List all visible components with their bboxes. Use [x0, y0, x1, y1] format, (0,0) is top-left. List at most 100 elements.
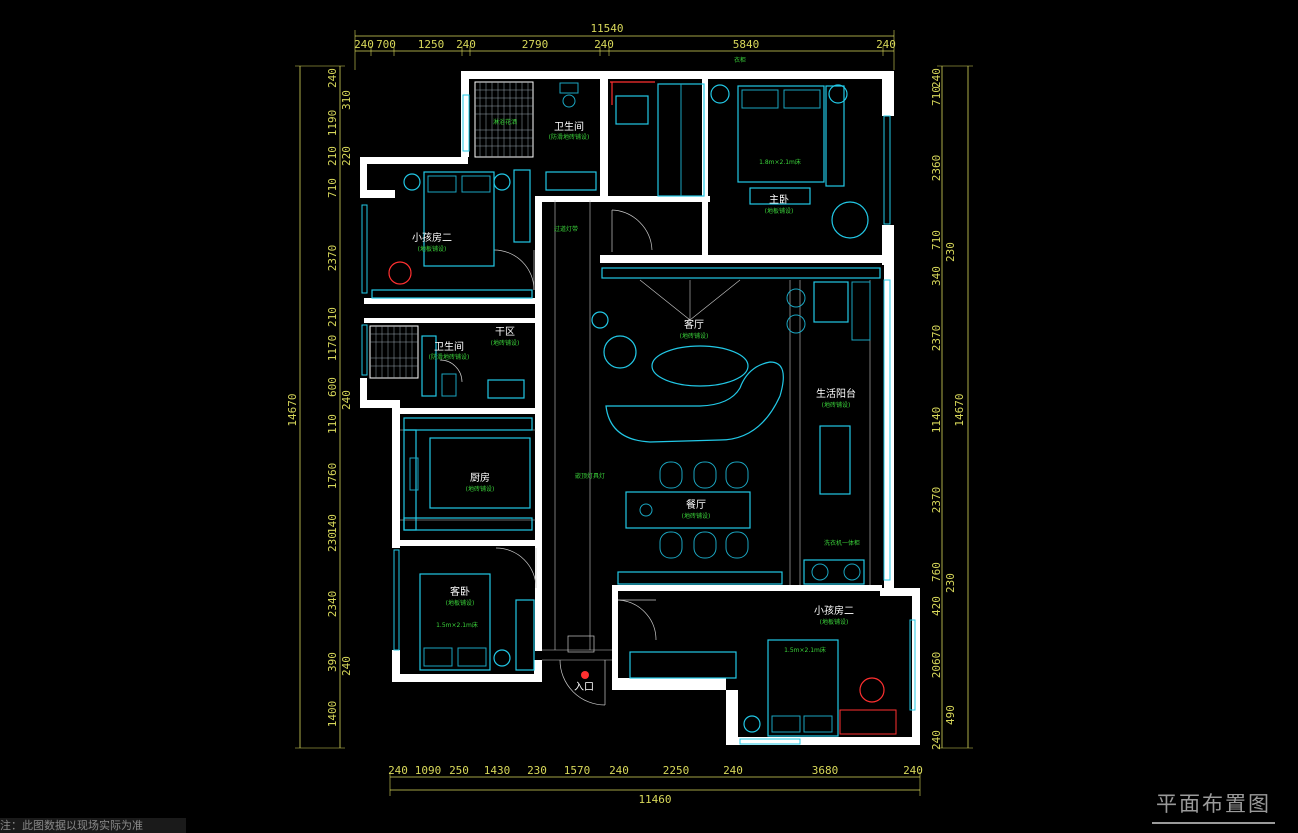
note-shower: 淋浴花洒	[493, 118, 517, 126]
dim-right-9: 2370	[930, 487, 943, 514]
dim-right-11: 230	[944, 573, 957, 593]
dim-right-13: 2060	[930, 652, 943, 679]
room-sub-kid-b: (地板铺设)	[820, 618, 849, 626]
dim-left-1: 240	[326, 68, 339, 88]
dim-right-14: 490	[944, 705, 957, 725]
dim-bottom-10: 3680	[812, 764, 839, 777]
room-name-balcony: 生活阳台	[816, 387, 856, 400]
dim-right-4: 710	[930, 230, 943, 250]
note-washer: 洗衣机一体柜	[824, 539, 860, 547]
note-bed-master: 1.8m×2.1m床	[759, 158, 801, 166]
dim-left-10: 600	[326, 377, 339, 397]
dim-right-1: 240	[930, 68, 943, 88]
dimension-lines	[295, 30, 973, 796]
dim-bottom-6: 1570	[564, 764, 591, 777]
dim-top-3: 1250	[418, 38, 445, 51]
dim-left-19: 1400	[326, 701, 339, 728]
room-sub-bath-left: (防滑地砖铺设)	[429, 353, 470, 361]
room-sub-dining: (地砖铺设)	[682, 512, 711, 520]
dim-left-4: 210	[326, 146, 339, 166]
walls	[360, 71, 920, 745]
note-lamp: 嵌顶灯具灯	[575, 472, 605, 480]
room-sub-living: (地砖铺设)	[680, 332, 709, 340]
dim-left-16: 2340	[326, 591, 339, 618]
room-name-entrance: 入口	[574, 682, 594, 693]
room-sub-balcony: (地砖铺设)	[822, 401, 851, 409]
dim-right-5: 230	[944, 242, 957, 262]
dim-top-6: 240	[594, 38, 614, 51]
dim-left-12: 110	[326, 414, 339, 434]
dim-top-chain: 240 700 1250 240 2790 240 5840 240	[354, 38, 896, 51]
dim-right-8: 1140	[930, 407, 943, 434]
dim-bottom-11: 240	[903, 764, 923, 777]
note-cabinet: 衣柜	[734, 56, 746, 64]
room-name-bath-left: 卫生间	[434, 340, 464, 353]
note-corridor: 过道灯带	[554, 225, 578, 233]
room-name-dry: 干区	[495, 326, 515, 338]
dim-bottom-3: 250	[449, 764, 469, 777]
dim-left-11: 240	[340, 390, 353, 410]
room-name-bath-top: 卫生间	[554, 120, 584, 133]
dim-bottom-2: 1090	[415, 764, 442, 777]
dim-bottom-8: 2250	[663, 764, 690, 777]
room-sub-bath-top: (防滑地砖铺设)	[549, 133, 590, 141]
room-name-guest: 客卧	[450, 585, 470, 598]
room-sub-master: (地板铺设)	[765, 207, 794, 215]
dim-left-15: 230	[326, 532, 339, 552]
room-sub-kid-a: (地板铺设)	[418, 245, 447, 253]
room-sub-guest: (地板铺设)	[446, 599, 475, 607]
note-bed-guest: 1.5m×2.1m床	[436, 621, 478, 629]
dim-bottom-1: 240	[388, 764, 408, 777]
dim-bottom-5: 230	[527, 764, 547, 777]
dim-left-2: 310	[340, 90, 353, 110]
dim-left-9: 1170	[326, 335, 339, 362]
dim-bottom-total: 11460	[638, 793, 671, 806]
dim-left-total: 14670	[286, 393, 299, 426]
dim-top-8: 240	[876, 38, 896, 51]
dim-bottom-7: 240	[609, 764, 629, 777]
door-swings	[439, 209, 657, 706]
room-name-living: 客厅	[684, 318, 704, 331]
room-sub-kitchen: (地砖铺设)	[466, 485, 495, 493]
dim-left-17: 390	[326, 652, 339, 672]
dim-bottom-9: 240	[723, 764, 743, 777]
dim-right-15: 240	[930, 730, 943, 750]
dim-top-1: 240	[354, 38, 374, 51]
shower-tiles	[369, 81, 534, 379]
dim-left-chain: 240 310 1190 210 220 710 2370 210 1170 6…	[326, 68, 353, 727]
dim-top-5: 2790	[522, 38, 549, 51]
room-name-kid-b: 小孩房二	[814, 604, 854, 617]
room-sub-dry: (地砖铺设)	[491, 339, 520, 347]
dim-top-4: 240	[456, 38, 476, 51]
dim-left-14: 140	[326, 514, 339, 534]
dim-top-total: 11540	[590, 22, 623, 35]
dim-left-13: 1760	[326, 463, 339, 490]
annotation-labels: 1.8m×2.1m床 1.5m×2.1m床 1.5m×2.1m床 过道灯带 嵌顶…	[436, 56, 860, 654]
dim-top-2: 700	[376, 38, 396, 51]
dim-left-3: 1190	[326, 110, 339, 137]
dim-left-6: 710	[326, 178, 339, 198]
dim-right-chain: 240 710 2360 710 230 340 2370 1140 2370 …	[930, 68, 957, 750]
dim-bottom-chain: 240 1090 250 1430 230 1570 240 2250 240 …	[388, 764, 923, 777]
room-name-master: 主卧	[769, 193, 789, 206]
dim-left-5: 220	[340, 146, 353, 166]
bottom-note: 注：此图数据以现场实际为准	[0, 818, 186, 833]
dim-right-2: 710	[930, 86, 943, 106]
dim-bottom-4: 1430	[484, 764, 511, 777]
note-bed-kid: 1.5m×2.1m床	[784, 646, 826, 654]
room-name-dining: 餐厅	[686, 498, 706, 511]
dim-left-18: 240	[340, 656, 353, 676]
drawing-title: 平面布置图	[1152, 788, 1275, 824]
dim-right-6: 340	[930, 266, 943, 286]
furniture	[371, 81, 897, 737]
room-name-kid-a: 小孩房二	[412, 231, 452, 244]
dim-left-8: 210	[326, 307, 339, 327]
dim-left-7: 2370	[326, 245, 339, 272]
dim-right-10: 760	[930, 562, 943, 582]
dim-top-7: 5840	[733, 38, 760, 51]
room-name-kitchen: 厨房	[470, 471, 490, 484]
room-labels: 卫生间 (防滑地砖铺设) 主卧 (地板铺设) 小孩房二 (地板铺设) 客厅 (地…	[412, 120, 856, 693]
windows	[361, 94, 916, 745]
dim-right-total: 14670	[953, 393, 966, 426]
